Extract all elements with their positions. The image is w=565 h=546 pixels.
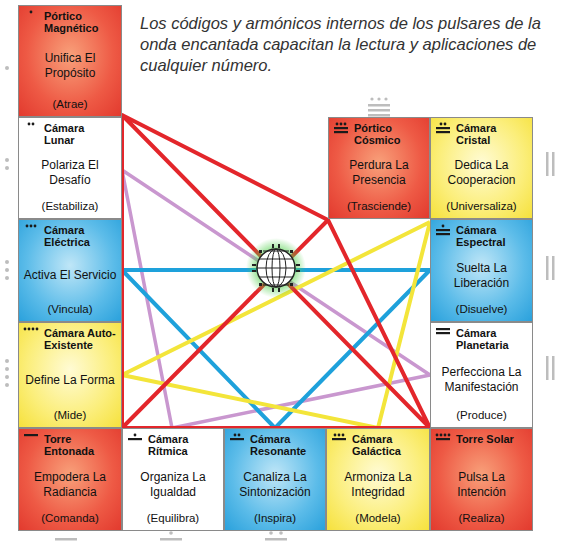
- chamber-action: Perfecciona La Manifestación: [435, 365, 528, 395]
- tone-glyph: [435, 432, 453, 450]
- chamber-keyword: (Produce): [435, 409, 528, 422]
- chamber-title: Pórtico Magnético: [23, 10, 117, 34]
- chamber-keyword: (Modela): [331, 512, 425, 525]
- chamber-title: Cámara Rítmica: [127, 433, 219, 457]
- chamber-keyword: (Universaliza): [435, 200, 528, 213]
- chamber-keyword: (Disuelve): [435, 303, 528, 316]
- chamber-title: Torre Solar: [435, 433, 528, 457]
- chamber-title: Pórtico Cósmico: [333, 122, 425, 146]
- chamber-title: Cámara Espectral: [435, 224, 528, 248]
- caption: Los códigos y armónicos internos de los …: [140, 13, 558, 76]
- chamber-action: Unifica El Propósito: [23, 51, 117, 81]
- chamber-title: Torre Entonada: [23, 433, 117, 457]
- chamber-action: Activa El Servicio: [23, 268, 117, 283]
- chamber-keyword: (Mide): [23, 409, 117, 422]
- chamber-action: Canaliza La Sintonización: [229, 470, 321, 500]
- center-globe: [246, 238, 306, 298]
- chamber-cell: Torre SolarPulsa La Intención (Realiza): [430, 428, 533, 531]
- chamber-action: Armoniza La Integridad: [331, 470, 425, 500]
- tone-glyph: [127, 432, 145, 450]
- chamber-cell: Cámara CristalDedica La Cooperacion (Univ…: [430, 117, 533, 219]
- tone-glyph: [23, 9, 41, 27]
- chamber-title: Cámara Galáctica: [331, 433, 425, 457]
- chamber-cell: Pórtico MagnéticoUnifica El Propósito (At…: [18, 5, 122, 117]
- chamber-cell: Cámara LunarPolariza El Desafío (Estabili…: [18, 117, 122, 219]
- chamber-title: Cámara Eléctrica: [23, 224, 117, 248]
- chamber-cell: Cámara GalácticaArmoniza La Integridad (M…: [326, 428, 430, 531]
- chamber-cell: Cámara EspectralSuelta La Liberación (Dis…: [430, 219, 533, 322]
- chamber-action: Polariza El Desafío: [23, 158, 117, 188]
- chamber-cell: Cámara RítmicaOrganiza La Igualdad (Equil…: [122, 428, 224, 531]
- tone-glyph: [23, 223, 41, 241]
- chamber-title: Cámara Resonante: [229, 433, 321, 457]
- chamber-action: Pulsa La Intención: [435, 470, 528, 500]
- chamber-keyword: (Inspira): [229, 512, 321, 525]
- tone-glyph: [229, 432, 247, 450]
- chamber-cell: Cámara EléctricaActiva El Servicio (Vincu…: [18, 219, 122, 322]
- tone-glyph: [23, 326, 41, 344]
- chamber-keyword: (Realiza): [435, 512, 528, 525]
- chamber-keyword: (Estabiliza): [23, 200, 117, 213]
- tone-glyph: [23, 121, 41, 139]
- tone-glyph: [331, 432, 349, 450]
- chamber-keyword: (Equilibra): [127, 512, 219, 525]
- chamber-action: Empodera La Radiancia: [23, 470, 117, 500]
- chamber-cell: Torre EntonadaEmpodera La Radiancia (Coma…: [18, 428, 122, 531]
- pulsar-lines: [122, 115, 430, 428]
- tone-glyph: [435, 223, 453, 241]
- tone-glyph: [333, 121, 351, 139]
- chamber-cell: Cámara ResonanteCanaliza La Sintonizació…: [224, 428, 326, 531]
- chamber-keyword: (Atrae): [23, 98, 117, 111]
- chamber-title: Cámara Cristal: [435, 122, 528, 146]
- chamber-action: Dedica La Cooperacion: [435, 158, 528, 188]
- edge-marks: [5, 66, 555, 541]
- chamber-action: Define La Forma: [23, 373, 117, 388]
- chamber-action: Organiza La Igualdad: [127, 470, 219, 500]
- chamber-keyword: (Comanda): [23, 512, 117, 525]
- chamber-action: Suelta La Liberación: [435, 261, 528, 291]
- chamber-keyword: (Trasciende): [333, 200, 425, 213]
- tone-glyph: [435, 326, 453, 344]
- chamber-title: Cámara Lunar: [23, 122, 117, 146]
- chamber-keyword: (Vincula): [23, 303, 117, 316]
- chamber-cell: Cámara Auto-ExistenteDefine La Forma (Mid…: [18, 322, 122, 428]
- tone-glyph: [23, 432, 41, 450]
- chamber-cell: Cámara PlanetariaPerfecciona La Manifest…: [430, 322, 533, 428]
- chamber-cell: Pórtico CósmicoPerdura La Presencia (Tras…: [328, 117, 430, 219]
- chamber-title: Cámara Planetaria: [435, 327, 528, 351]
- tone-glyph: [435, 121, 453, 139]
- chamber-action: Perdura La Presencia: [333, 158, 425, 188]
- chamber-title: Cámara Auto-Existente: [23, 327, 117, 351]
